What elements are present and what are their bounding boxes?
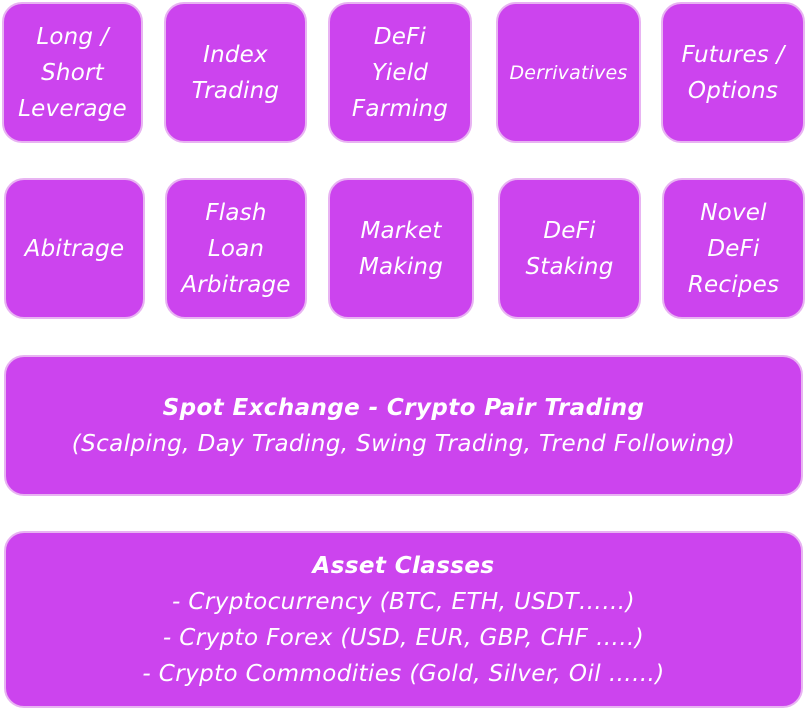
asset-classes-box: Asset Classes - Cryptocurrency (BTC, ETH… [4, 531, 803, 708]
asset-class-item: - Cryptocurrency (BTC, ETH, USDT……) [171, 588, 635, 615]
box-label-line: Arbitrage [181, 271, 291, 298]
futures-options-box: Futures / Options [661, 2, 805, 143]
spot-exchange-subtitle: (Scalping, Day Trading, Swing Trading, T… [71, 430, 736, 457]
box-label-line: Futures / [681, 41, 785, 68]
box-label-line: Recipes [687, 271, 780, 298]
defi-staking-box: DeFi Staking [498, 178, 641, 319]
box-label-line: Novel [700, 199, 767, 226]
box-label-line: Market [360, 217, 442, 244]
box-label-line: Derrivatives [509, 61, 628, 84]
box-label-line: Leverage [18, 95, 127, 122]
novel-defi-recipes-box: Novel DeFi Recipes [662, 178, 805, 319]
index-trading-box: Index Trading [164, 2, 307, 143]
box-label-line: Options [687, 77, 779, 104]
asset-class-item: - Crypto Commodities (Gold, Silver, Oil … [142, 660, 665, 687]
box-label-line: Short [41, 59, 104, 86]
derrivatives-box: Derrivatives [496, 2, 641, 143]
box-label-line: Index [203, 41, 268, 68]
box-label-line: Long / [36, 23, 109, 50]
spot-exchange-box: Spot Exchange - Crypto Pair Trading (Sca… [4, 355, 803, 496]
spot-exchange-title: Spot Exchange - Crypto Pair Trading [162, 394, 645, 421]
long-short-leverage-box: Long / Short Leverage [2, 2, 143, 143]
box-label-line: Loan [207, 235, 265, 262]
flash-loan-arbitrage-box: Flash Loan Arbitrage [165, 178, 307, 319]
asset-class-item: - Crypto Forex (USD, EUR, GBP, CHF …..) [162, 624, 645, 651]
box-label-line: DeFi [543, 217, 596, 244]
box-label-line: Abitrage [24, 235, 125, 262]
abitrage-box: Abitrage [4, 178, 145, 319]
box-label-line: Making [358, 253, 444, 280]
box-label-line: DeFi [707, 235, 760, 262]
box-label-line: Flash [205, 199, 267, 226]
box-label-line: Yield [371, 59, 429, 86]
market-making-box: Market Making [328, 178, 474, 319]
box-label-line: Trading [191, 77, 280, 104]
box-label-line: Staking [525, 253, 614, 280]
defi-yield-farming-box: DeFi Yield Farming [328, 2, 472, 143]
box-label-line: DeFi [373, 23, 427, 50]
box-label-line: Farming [351, 95, 449, 122]
asset-classes-title: Asset Classes [312, 552, 495, 579]
